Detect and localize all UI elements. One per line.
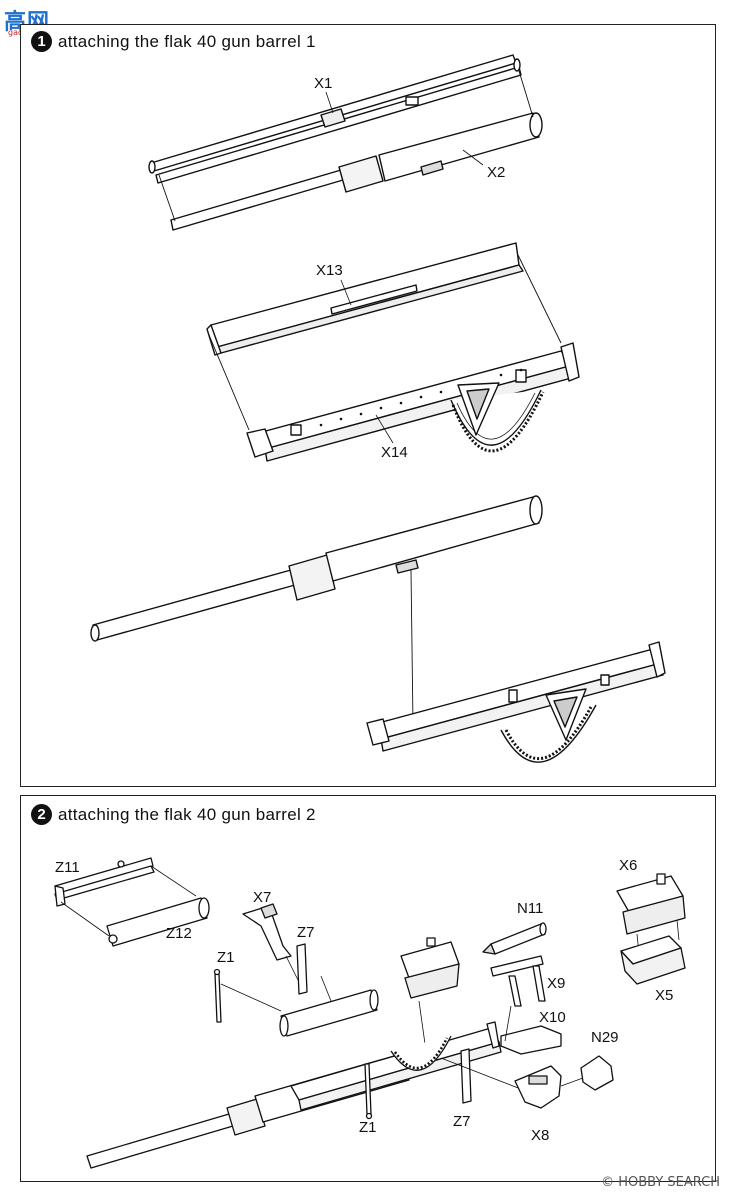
part-x9 [490, 955, 546, 1007]
label-x6: X6 [619, 857, 637, 874]
label-z12: Z12 [166, 925, 192, 942]
label-x10: X10 [539, 1009, 566, 1026]
step-1-panel: 1 attaching the flak 40 gun barrel 1 [20, 24, 716, 787]
step-2-panel: 2 attaching the flak 40 gun barrel 2 [20, 795, 716, 1182]
part-x5 [620, 935, 686, 985]
source-credit: © HOBBY SEARCH [601, 1175, 720, 1190]
label-x13: X13 [316, 262, 343, 279]
part-x1 [148, 54, 522, 184]
part-z1-upper [213, 968, 222, 1023]
part-x10 [500, 1025, 562, 1055]
step-1-number-badge: 1 [31, 31, 52, 52]
part-z12 [106, 897, 210, 947]
label-n11: N11 [517, 900, 543, 917]
label-x2: X2 [487, 164, 505, 181]
label-x9: X9 [547, 975, 565, 992]
part-x7 [242, 903, 292, 961]
part-z11 [54, 857, 155, 907]
step-1-header: 1 attaching the flak 40 gun barrel 1 [31, 31, 316, 52]
part-mechanism [400, 937, 460, 1045]
part-breech [279, 989, 379, 1037]
label-x8: X8 [531, 1127, 549, 1144]
label-x7: X7 [253, 889, 271, 906]
part-x13 [206, 242, 524, 356]
step-2-number-badge: 2 [31, 804, 52, 825]
label-z11: Z11 [55, 859, 80, 876]
gear-teeth [451, 391, 545, 453]
part-z7-lower [460, 1048, 472, 1104]
part-x2 [170, 112, 543, 231]
label-z7-upper: Z7 [297, 924, 315, 941]
part-n11 [482, 922, 547, 955]
part-cradle-2 [290, 1021, 502, 1111]
step-1-diagram: X1 X2 X13 X14 [90, 54, 666, 763]
part-x14 [246, 342, 580, 462]
step-1-title: attaching the flak 40 gun barrel 1 [58, 31, 316, 51]
assembled-cradle [366, 641, 666, 763]
step-2-title: attaching the flak 40 gun barrel 2 [58, 804, 316, 824]
step-2-diagram: Z11 Z12 X7 Z7 Z1 N11 X9 X10 N29 X6 X5 Z1… [54, 857, 686, 1169]
label-x14: X14 [381, 444, 408, 461]
step-2-header: 2 attaching the flak 40 gun barrel 2 [31, 804, 316, 825]
part-x6 [616, 873, 686, 935]
part-z1-lower [364, 1063, 373, 1120]
part-z7-upper [296, 943, 308, 995]
label-z1-lower: Z1 [359, 1119, 377, 1136]
cradle-rivets [319, 368, 523, 427]
part-x8 [514, 1065, 562, 1109]
label-z7-lower: Z7 [453, 1113, 471, 1130]
label-x5: X5 [655, 987, 673, 1004]
part-n29 [560, 1055, 614, 1091]
label-n29: N29 [591, 1029, 619, 1046]
label-x1: X1 [314, 75, 332, 92]
assembled-barrel [90, 495, 543, 726]
label-z1-upper: Z1 [217, 949, 235, 966]
